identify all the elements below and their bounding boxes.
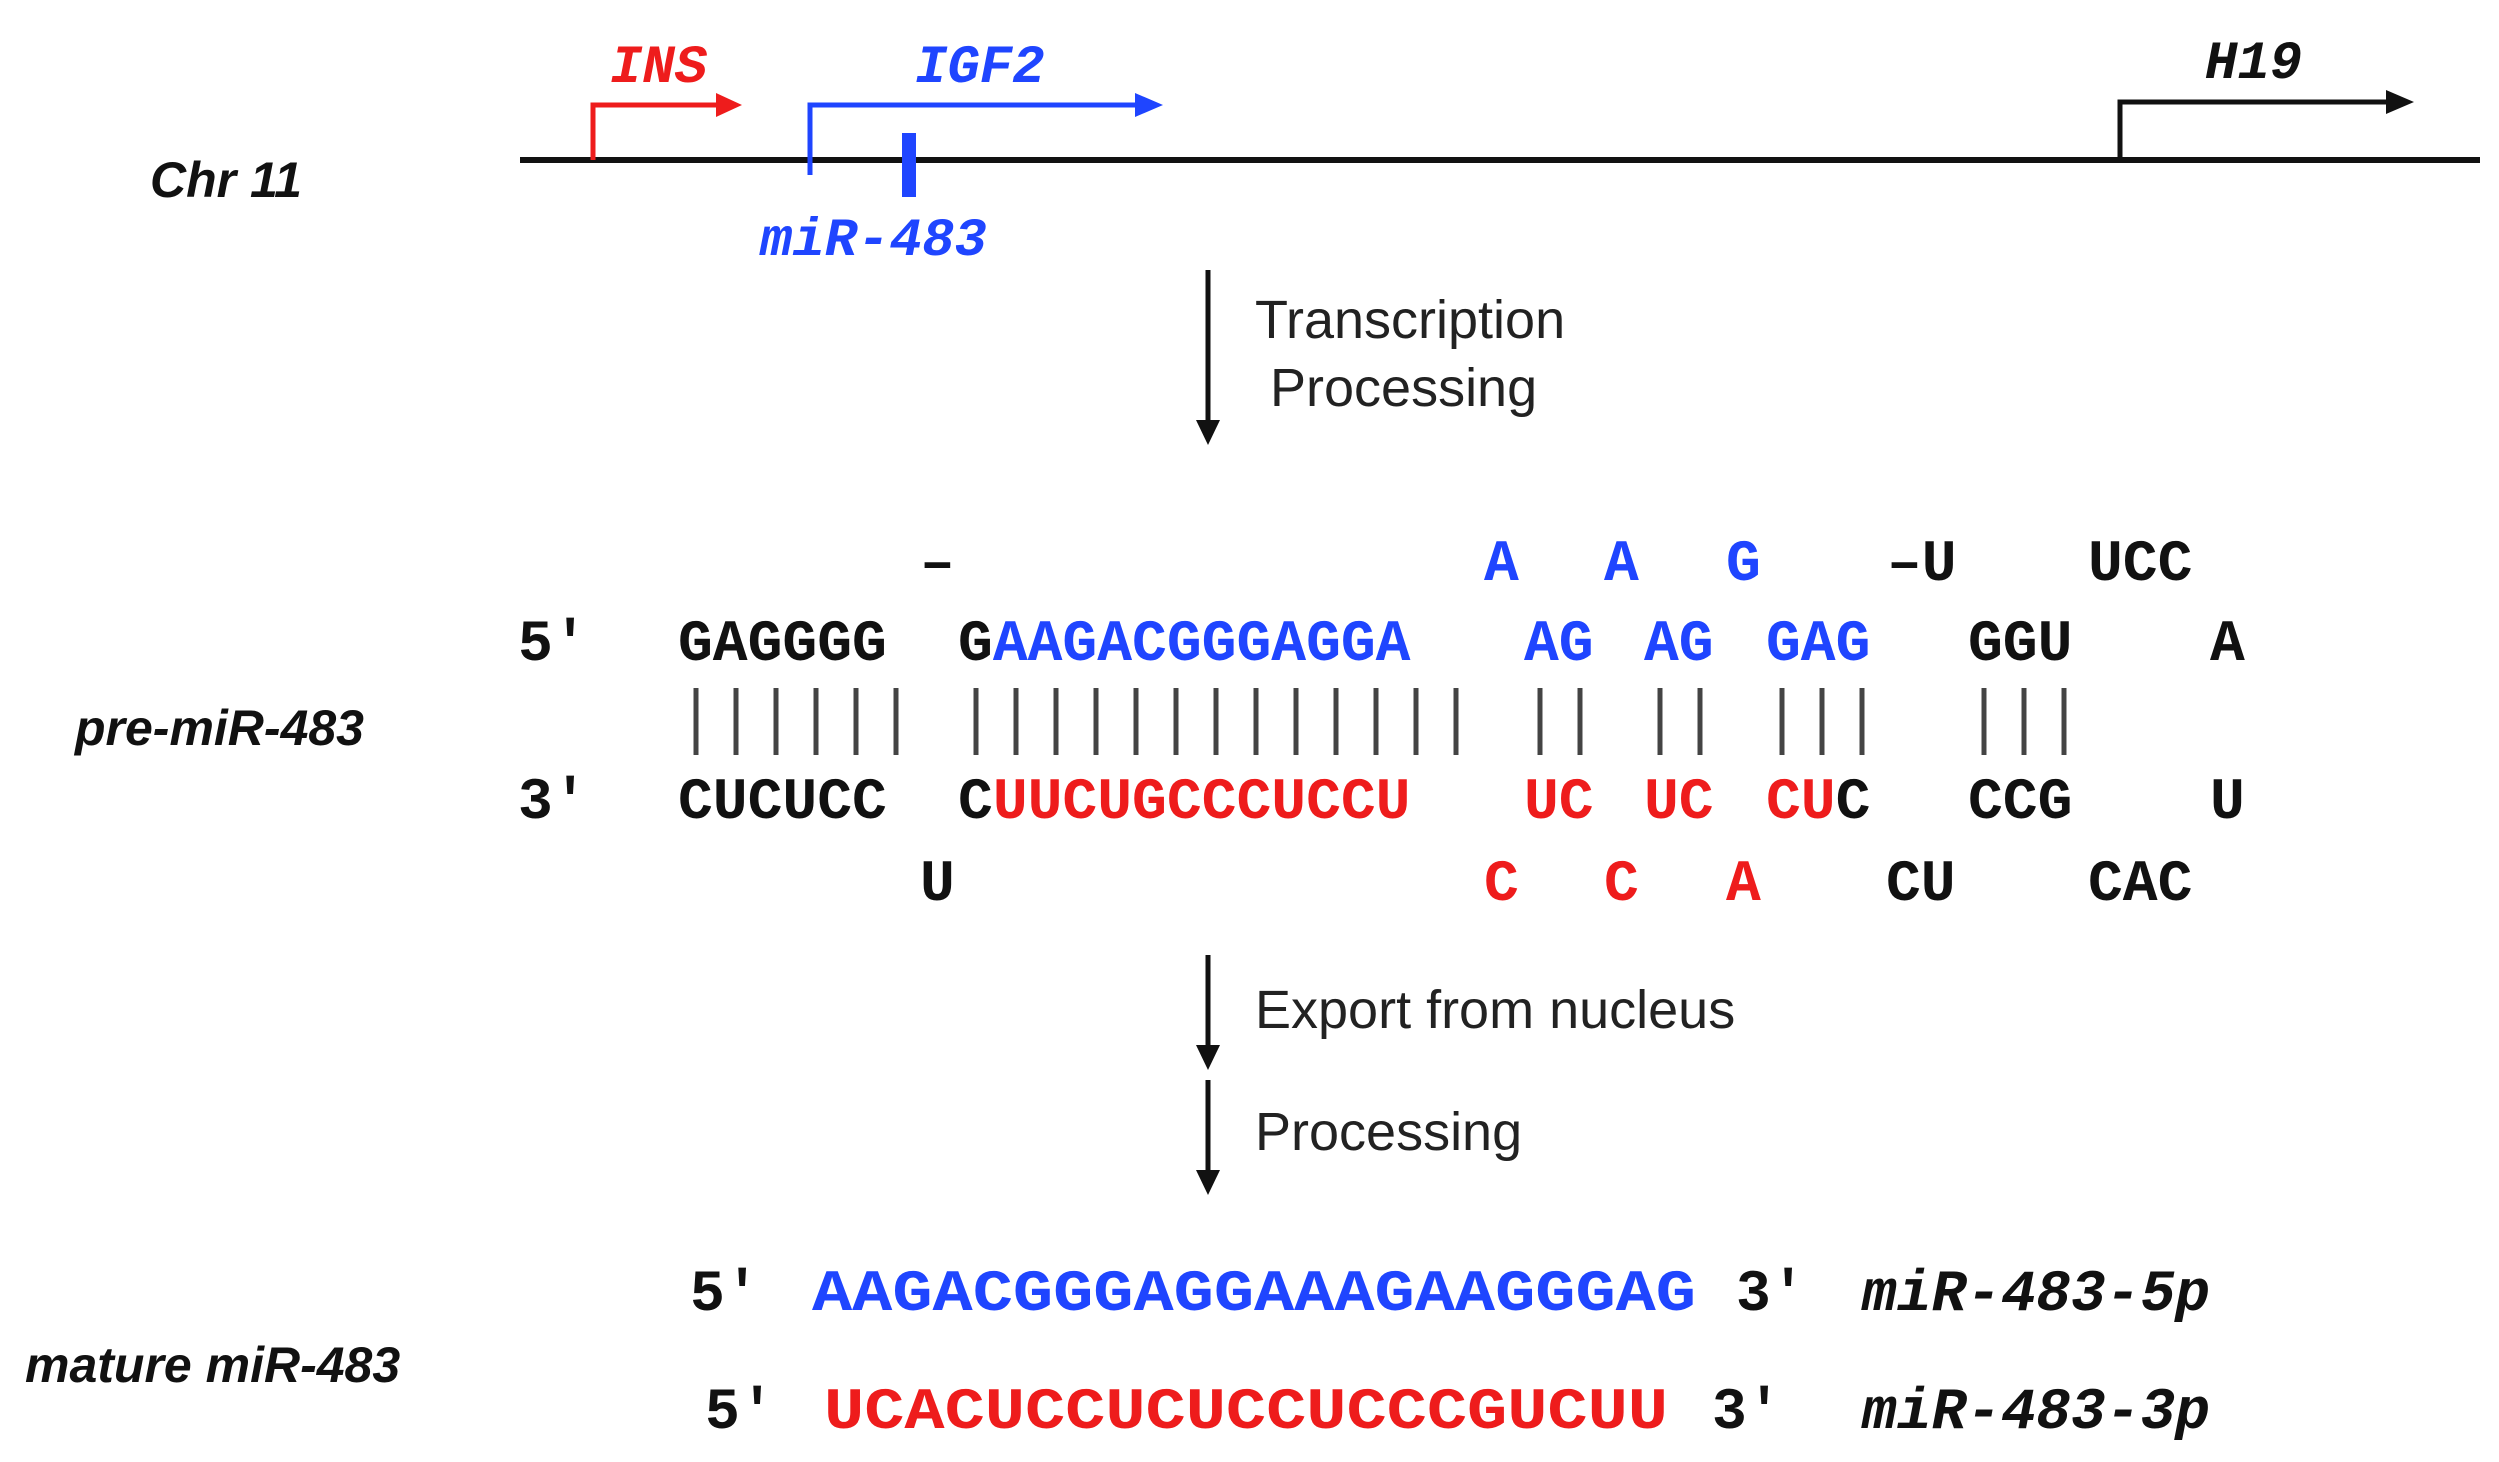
transcription-step: Transcription Processing — [1196, 270, 1565, 445]
bottom-seg-5-red: CU — [1766, 771, 1836, 836]
processing-label-1: Processing — [1270, 358, 1537, 418]
top-loop-ucc: UCC — [2088, 533, 2192, 598]
bottom-seg-1: CUCUCC — [678, 771, 887, 836]
chromosome-label: Chr 11 — [150, 152, 302, 208]
export-label: Export from nucleus — [1255, 980, 1735, 1040]
bottom-bulge-u: U — [920, 853, 955, 918]
bottom-seg-2-red: UUCUGCCCUCCU — [993, 771, 1411, 836]
top-loop-row: – A A G –U UCC — [920, 533, 2192, 598]
ins-gene: INS — [590, 38, 742, 160]
bottom-seg-3: UC — [1524, 771, 1594, 836]
top-bulge-a2: A — [1604, 533, 1639, 598]
three-prime-label: 3′ — [518, 771, 588, 836]
mir-5p-start: 5′ — [690, 1263, 760, 1328]
bottom-loop-u: U — [2210, 771, 2245, 836]
h19-gene: H19 — [2117, 34, 2414, 160]
mir-3p-sequence: UCACUCCUCUCCUCCCGUCUU — [824, 1381, 1668, 1446]
mir-5p-end: 3′ — [1736, 1263, 1806, 1328]
mir-5p-sequence: AAGACGGGAGGAAAGAAGGGAG — [812, 1263, 1696, 1328]
bottom-seg-2-black: C — [958, 771, 993, 836]
igf2-gene-label: IGF2 — [915, 38, 1045, 99]
bottom-seg-5-black: C — [1836, 771, 1871, 836]
top-seg-2: GAAGACGGGAGGA — [958, 613, 1411, 678]
igf2-gene: IGF2 — [807, 38, 1163, 175]
top-seg-3: AG — [1524, 613, 1594, 678]
five-prime-label: 5′ — [518, 613, 588, 678]
bottom-seg-6: CCG — [1968, 771, 2072, 836]
bottom-loop-row: U C C A CU CAC — [920, 853, 2192, 918]
h19-gene-label: H19 — [2205, 34, 2302, 95]
mir483-locus-marker — [902, 133, 916, 197]
top-bulge-a1: A — [1484, 533, 1519, 598]
mir-3p-end: 3′ — [1712, 1381, 1782, 1446]
down-arrowhead-2-icon — [1196, 1045, 1220, 1070]
mir-5p-name: miR-483-5p — [1861, 1263, 2210, 1328]
processing-label-2: Processing — [1255, 1102, 1522, 1162]
ins-arrowhead-icon — [716, 93, 742, 117]
top-seg-6: GGU — [1968, 613, 2072, 678]
down-arrowhead-3-icon — [1196, 1170, 1220, 1195]
processing-step-2: Processing — [1196, 1080, 1522, 1195]
top-seg-5: GAG — [1766, 613, 1870, 678]
mir-483-3p-row: 5′ UCACUCCUCUCCUCCCGUCUU 3′ miR-483-3p — [705, 1381, 2210, 1446]
top-seg-2-blue: AAGACGGGAGGA — [993, 613, 1411, 678]
igf2-promoter-arrow — [807, 102, 1140, 175]
bottom-seg-5: CUC — [1766, 771, 1870, 836]
bottom-bulge-c2: C — [1604, 853, 1639, 918]
top-strand: 5′ GAGGGG GAAGACGGGAGGA AG AG GAG GGU A — [518, 613, 2245, 678]
bottom-bulge-cu: CU — [1886, 853, 1956, 918]
export-step: Export from nucleus — [1196, 955, 1735, 1070]
igf2-arrowhead-icon — [1135, 93, 1163, 117]
bottom-seg-2: CUUCUGCCCUCCU — [958, 771, 1410, 836]
top-bulge-g: G — [1726, 533, 1761, 598]
ins-promoter-arrow — [590, 102, 720, 160]
top-loop-a: A — [2210, 613, 2245, 678]
bottom-loop-cac: CAC — [2088, 853, 2192, 918]
transcription-label: Transcription — [1255, 290, 1565, 350]
h19-arrowhead-icon — [2386, 90, 2414, 114]
mir-3p-name: miR-483-3p — [1861, 1381, 2210, 1446]
bottom-bulge-a: A — [1726, 853, 1761, 918]
mir-3p-start: 5′ — [705, 1381, 775, 1446]
top-seg-2-black: G — [958, 613, 993, 678]
mature-mir-label: mature miR-483 — [25, 1337, 400, 1393]
top-seg-4: AG — [1644, 613, 1714, 678]
bottom-bulge-c1: C — [1484, 853, 1519, 918]
bottom-seg-4: UC — [1644, 771, 1714, 836]
top-seg-1: GAGGGG — [678, 613, 887, 678]
top-bulge-u: –U — [1887, 533, 1957, 598]
bottom-strand: 3′ CUCUCC CUUCUGCCCUCCU UC UC CUC CCG U — [518, 771, 2245, 836]
pre-mir-label: pre-miR-483 — [73, 700, 364, 756]
h19-promoter-arrow — [2117, 99, 2390, 160]
ins-gene-label: INS — [610, 38, 708, 99]
mir-483-5p-row: 5′ AAGACGGGAGGAAAGAAGGGAG 3′ miR-483-5p — [690, 1263, 2210, 1328]
mir483-locus-label: miR-483 — [759, 211, 987, 272]
top-bulge-dash: – — [920, 533, 955, 598]
base-pair-bars — [693, 688, 2067, 755]
down-arrowhead-1-icon — [1196, 420, 1220, 445]
